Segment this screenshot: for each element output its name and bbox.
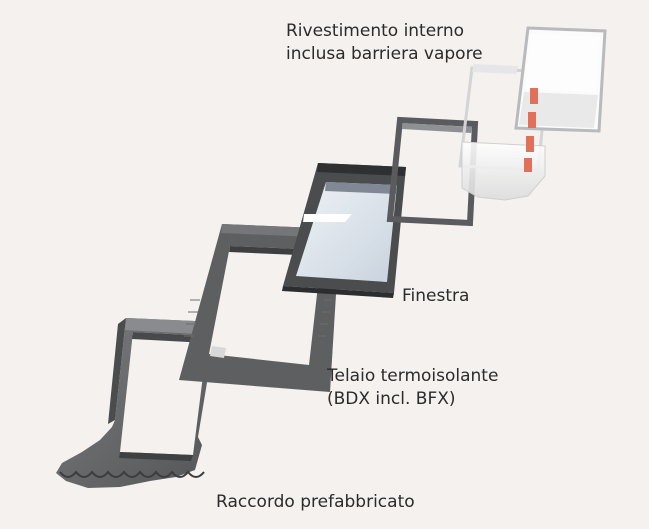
label-interior-lining-line2: inclusa barriera vapore (286, 44, 483, 64)
label-flashing: Raccordo prefabbricato (216, 492, 415, 512)
lining-frame-component (386, 116, 479, 227)
window-component (282, 163, 406, 298)
interior-lining-component (458, 26, 607, 201)
label-insulation-frame-line2: (BDX incl. BFX) (327, 389, 456, 409)
label-insulation-frame: Telaio termoisolante (BDX incl. BFX) (327, 365, 498, 411)
label-interior-lining-line1: Rivestimento interno (286, 21, 465, 41)
label-interior-lining: Rivestimento interno inclusa barriera va… (286, 20, 483, 66)
label-insulation-frame-line1: Telaio termoisolante (327, 366, 499, 386)
label-window: Finestra (402, 286, 470, 306)
